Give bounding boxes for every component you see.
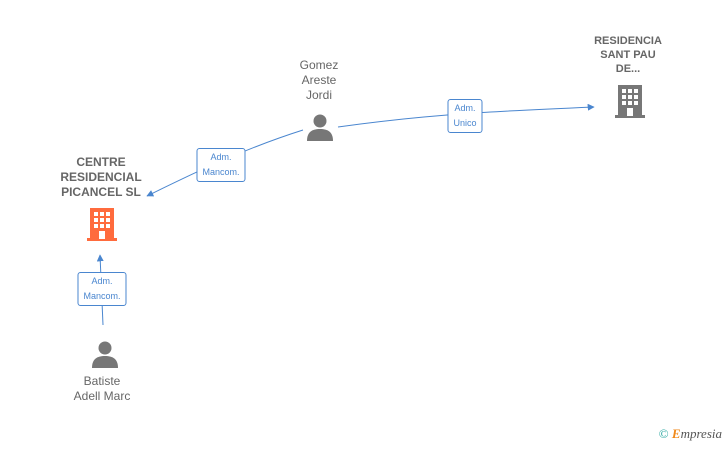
company-name-line: RESIDENCIAL: [60, 170, 142, 184]
brand-footer: © Empresia: [659, 426, 722, 442]
company-label-centre[interactable]: CENTRE RESIDENCIAL PICANCEL SL: [60, 155, 141, 200]
company-name-line: RESIDENCIA: [594, 35, 662, 47]
copyright-icon: ©: [658, 426, 669, 441]
edge-label-line: Mancom.: [83, 291, 121, 301]
company-name-line: DE...: [615, 63, 641, 75]
brand-logo-text: mpresia: [680, 426, 722, 441]
person-icon[interactable]: [90, 339, 120, 369]
person-name-line: Gomez: [299, 58, 339, 72]
edge-label-line: Mancom.: [202, 167, 240, 177]
company-label-residencia[interactable]: RESIDENCIA SANT PAU DE...: [594, 34, 662, 76]
edge-label-adm-mancom[interactable]: Adm. Mancom.: [196, 148, 246, 182]
building-icon[interactable]: [86, 207, 118, 241]
person-name-line: Jordi: [305, 88, 332, 102]
company-name-line: PICANCEL SL: [61, 185, 141, 199]
edge-label-line: Unico: [453, 118, 477, 128]
person-name-line: Areste: [301, 73, 337, 87]
edge-label-line: Adm.: [210, 152, 232, 162]
person-icon[interactable]: [305, 112, 335, 142]
person-label-batiste[interactable]: Batiste Adell Marc: [74, 374, 131, 404]
company-name-line: SANT PAU: [600, 49, 656, 61]
edge-label-adm-unico[interactable]: Adm. Unico: [447, 99, 483, 133]
person-name-line: Adell Marc: [73, 389, 131, 403]
edge-label-line: Adm.: [454, 103, 476, 113]
person-name-line: Batiste: [83, 374, 121, 388]
edge-label-line: Adm.: [91, 276, 113, 286]
building-icon[interactable]: [614, 84, 646, 118]
brand-logo-initial: E: [671, 426, 681, 441]
person-label-gomez[interactable]: Gomez Areste Jordi: [300, 58, 339, 103]
edge-label-adm-mancom[interactable]: Adm. Mancom.: [77, 272, 127, 306]
company-name-line: CENTRE: [76, 155, 126, 169]
